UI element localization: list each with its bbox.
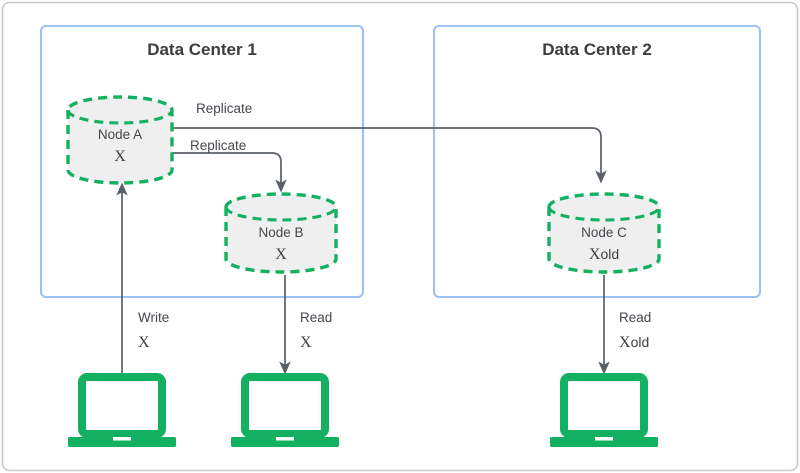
node-a-cylinder-top-arc <box>66 109 174 125</box>
edge-a-to-c: Replicate <box>170 101 607 184</box>
node-a-cylinder-body <box>68 110 172 183</box>
node-b-cylinder-top-fill <box>226 194 336 220</box>
node-a[interactable]: Node A X <box>66 95 174 185</box>
edge-c-to-client3-value: Xold <box>619 334 649 351</box>
node-a-label: Node A <box>98 127 142 142</box>
datacenter-2-title: Data Center 2 <box>542 40 652 59</box>
node-a-value: X <box>114 148 126 165</box>
node-b-value: X <box>275 246 287 263</box>
edge-a-to-b-line <box>170 152 287 193</box>
node-b-cylinder-top-arc <box>224 206 338 222</box>
client-1[interactable] <box>68 373 176 447</box>
laptop-base <box>68 437 176 447</box>
edge-a-to-c-line <box>170 127 607 184</box>
laptop-notch <box>113 437 131 441</box>
node-c[interactable]: Node C Xold <box>547 192 661 274</box>
node-b-cylinder-body <box>226 207 336 272</box>
datacenter-1-title: Data Center 1 <box>147 40 257 59</box>
edge-a-to-b-label: Replicate <box>190 138 246 153</box>
node-b[interactable]: Node B X <box>224 192 338 274</box>
datacenter-2-container[interactable]: Data Center 2 <box>432 24 762 299</box>
edge-b-to-client2: Read X <box>279 275 332 375</box>
laptop-base <box>550 437 658 447</box>
value-symbol: X <box>619 334 631 351</box>
edge-c-to-client3-label: Read <box>619 310 651 325</box>
laptop-notch <box>595 437 613 441</box>
edge-a-to-b: Replicate <box>170 138 287 193</box>
laptop-icon <box>68 373 176 447</box>
value-symbol: X <box>275 246 287 263</box>
laptop-screen <box>78 373 166 438</box>
node-a-cylinder-top-fill <box>68 97 172 123</box>
value-symbol: X <box>138 334 150 351</box>
value-symbol: X <box>300 334 312 351</box>
laptop-icon <box>231 373 339 447</box>
value-symbol: X <box>589 246 601 263</box>
node-c-cylinder-top-fill <box>549 194 659 220</box>
node-a-cylinder-outline <box>66 95 174 185</box>
value-suffix: old <box>600 246 619 262</box>
laptop-base <box>231 437 339 447</box>
laptop-icon <box>550 373 658 447</box>
laptop-notch <box>276 437 294 441</box>
node-c-label: Node C <box>581 225 627 240</box>
client-2[interactable] <box>231 373 339 447</box>
edge-client1-to-a-value: X <box>138 334 150 351</box>
datacenter-2-box <box>432 24 762 299</box>
edge-a-to-c-label: Replicate <box>196 101 252 116</box>
node-b-cylinder-outline <box>224 192 338 274</box>
edge-client1-to-a-label: Write <box>138 310 169 325</box>
laptop-screen <box>560 373 648 438</box>
node-b-label: Node B <box>258 225 303 240</box>
client-3[interactable] <box>550 373 658 447</box>
laptop-screen <box>241 373 329 438</box>
value-suffix: old <box>631 334 650 350</box>
value-symbol: X <box>114 148 126 165</box>
edge-b-to-client2-label: Read <box>300 310 332 325</box>
edge-b-to-client2-value: X <box>300 334 312 351</box>
edge-c-to-client3: Read Xold <box>598 275 651 375</box>
node-c-cylinder-outline <box>547 192 661 274</box>
edge-client1-to-a: Write X <box>116 182 169 375</box>
node-c-cylinder-body <box>549 207 659 272</box>
node-c-value: Xold <box>589 246 619 263</box>
node-c-cylinder-top-arc <box>547 206 661 222</box>
